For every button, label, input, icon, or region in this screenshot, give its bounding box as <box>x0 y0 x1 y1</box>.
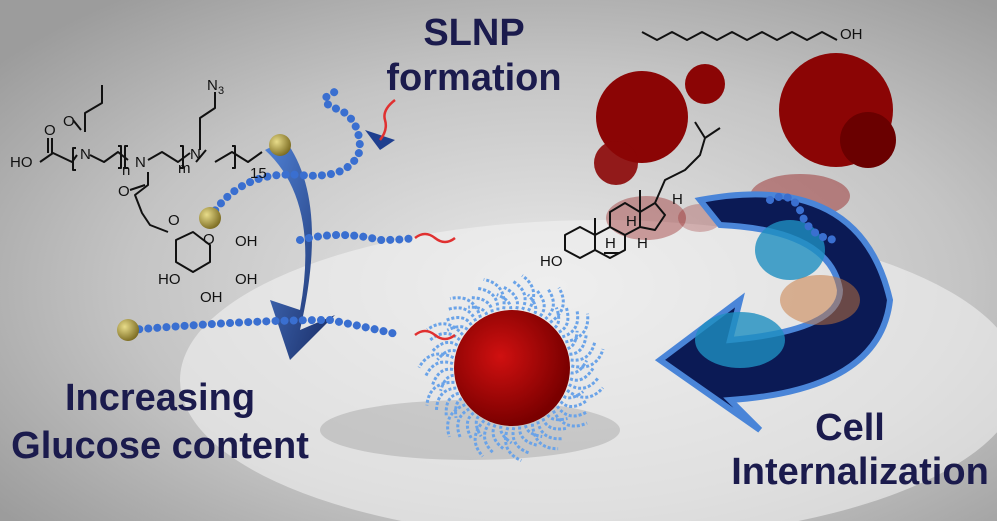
corona-chain <box>483 414 498 455</box>
cytoplasm-stain <box>780 275 860 325</box>
title-slnp: SLNP <box>423 12 524 54</box>
title-internalization: Internalization <box>731 451 989 493</box>
shadow <box>320 400 620 460</box>
corona-chain <box>511 279 527 320</box>
atom-label: HO <box>158 271 181 288</box>
azide-ends <box>379 99 456 341</box>
atom-label: H <box>626 213 637 230</box>
title-increasing: Increasing <box>65 377 255 419</box>
polymer-chemical-structure: HO O O N N N N 3 n m 15 O O O OH OH OH H… <box>10 77 267 306</box>
atom-label: OH <box>200 289 223 306</box>
atom-label: 3 <box>218 85 224 97</box>
title-cell: Cell <box>815 407 885 449</box>
corona-chain <box>447 306 481 332</box>
title-formation: formation <box>386 57 561 99</box>
corona-chain <box>434 386 467 412</box>
solid-lipid-nanoparticle <box>417 274 605 462</box>
atom-label: HO <box>10 154 33 171</box>
title-glucose-content: Glucose content <box>11 425 309 467</box>
fatty-alcohol-structure: OH <box>641 26 863 43</box>
atom-label: O <box>168 212 180 229</box>
corona-chain <box>511 417 531 455</box>
cell-nucleus-2 <box>695 312 785 368</box>
repeat-label: n <box>122 162 130 179</box>
atom-label: OH <box>840 26 863 43</box>
corona-chain <box>428 332 468 349</box>
corona-chain <box>551 396 588 418</box>
cholesterol-structure: HO H H H H <box>540 121 721 270</box>
corona-chain <box>476 286 500 321</box>
atom-label: O <box>203 231 215 248</box>
atom-label: O <box>118 183 130 200</box>
corona-chain <box>552 309 580 341</box>
repeat-label: 15 <box>250 165 267 182</box>
repeat-label: m <box>178 160 191 177</box>
cell-internalization-arrow <box>654 191 894 433</box>
atom-label: H <box>605 235 616 252</box>
atom-label: O <box>44 122 56 139</box>
atom-label: N <box>190 146 201 163</box>
atom-label: H <box>672 191 683 208</box>
atom-label: N <box>80 146 91 163</box>
cell-nucleus-1 <box>755 220 825 280</box>
corona-chain <box>424 360 463 378</box>
atom-label: N <box>207 77 218 94</box>
corona-chain <box>536 287 555 327</box>
atom-label: HO <box>540 253 563 270</box>
atom-label: O <box>63 113 75 130</box>
gold-bead <box>117 319 139 341</box>
corona-chain <box>456 403 480 439</box>
polymer-chains <box>126 86 844 339</box>
gold-bead <box>269 134 291 156</box>
corona-chain <box>560 341 597 362</box>
curved-arrow-glucose <box>265 140 335 360</box>
gold-bead <box>199 207 221 229</box>
atom-label: H <box>637 235 648 252</box>
atom-label: OH <box>235 233 258 250</box>
atom-label: N <box>135 154 146 171</box>
atom-label: OH <box>235 271 258 288</box>
corona-chain <box>559 376 600 390</box>
corona-chain <box>535 411 563 441</box>
